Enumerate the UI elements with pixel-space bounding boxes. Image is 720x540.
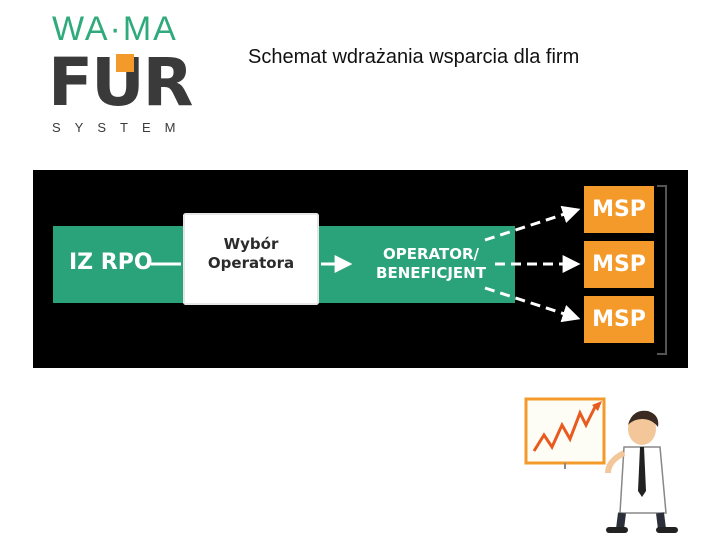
flow-arrows [151,205,581,323]
msp-box-2: MSP [584,241,654,288]
selection-line-1: Wybór [223,235,279,253]
businessman-chart-illustration [524,397,678,533]
diagram-panel: IZ RPO Wybór Operatora OPERATOR/ BENEFIC… [33,170,688,368]
msp-box-3: MSP [584,296,654,343]
logo-top-text: WA·MA [52,10,178,48]
arrow-to-msp-3 [484,286,581,323]
selection-card: Wybór Operatora [183,213,319,305]
selection-line-2: Operatora [207,254,295,272]
selection-label: Wybór Operatora [183,235,319,273]
logo-sub-text: SYSTEM [52,120,190,135]
company-logo: WA·MA FUR SYSTEM [40,8,210,138]
source-label: IZ RPO [69,250,153,275]
arrow-to-msp-1 [484,205,581,242]
page-title: Schemat wdrażania wsparcia dla firm [248,46,580,68]
operator-label: OPERATOR/ BENEFICJENT [361,245,501,283]
growth-chart-icon [524,397,606,469]
msp-bracket [657,185,667,355]
operator-line-2: BENEFICJENT [376,264,486,282]
businessman-icon [605,410,678,533]
logo-accent-square [116,54,134,72]
msp-box-1: MSP [584,186,654,233]
operator-line-1: OPERATOR/ [383,245,479,263]
